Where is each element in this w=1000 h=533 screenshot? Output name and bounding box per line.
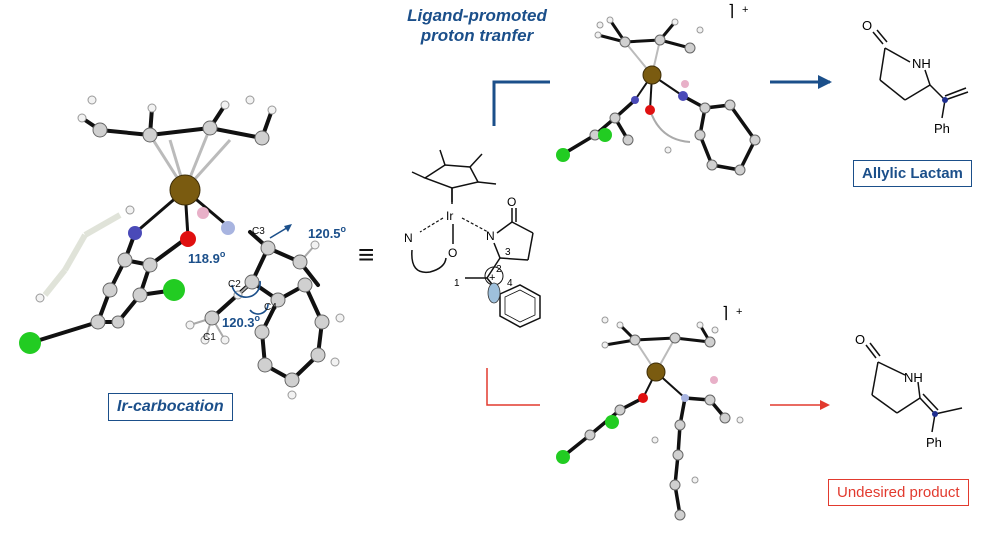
- allylic-ph-label: Ph: [934, 121, 950, 136]
- scheme-o-carbonyl: O: [507, 195, 516, 209]
- chlorine-atom: [19, 332, 41, 354]
- allylic-pathway-model: [556, 16, 761, 176]
- scheme-o: O: [448, 246, 457, 260]
- angle-label-a: 118.9o: [188, 249, 226, 266]
- undesired-nh-label: NH: [904, 370, 923, 385]
- ir-carbocation-scheme: Ir O N N O + 1 2 3 4: [404, 149, 541, 328]
- bottom-charge: +: [736, 306, 742, 318]
- bottom-path-arrow: [770, 400, 830, 410]
- bottom-charge-bracket: ⌉: [722, 305, 728, 322]
- ligand-proton-transfer-label: Ligand-promoted proton tranfer: [392, 6, 562, 46]
- top-charge-bracket: ⌉: [728, 3, 734, 20]
- undesired-o-label: O: [855, 332, 865, 347]
- ligand-label-line2: proton tranfer: [420, 26, 534, 45]
- iridium-atom: [169, 174, 201, 206]
- scheme-n-ring: N: [486, 229, 495, 243]
- top-path-bracket: [492, 80, 550, 126]
- oxygen-atom-ghost: [197, 207, 209, 219]
- chlorine-atom: [163, 279, 185, 301]
- top-charge: +: [742, 4, 748, 16]
- scheme-num-1: 1: [454, 278, 460, 289]
- oxygen-atom: [180, 231, 196, 247]
- allylic-nh-label: NH: [912, 56, 931, 71]
- atom-label-c4: C4: [264, 302, 277, 313]
- angle-label-b: 120.5o: [308, 224, 347, 241]
- undesired-pathway-model: [556, 316, 744, 521]
- allylic-lactam-label: Allylic Lactam: [853, 160, 972, 187]
- nitrogen-atom-ghost: [221, 221, 235, 235]
- undesired-product-label: Undesired product: [828, 479, 969, 506]
- top-path-arrow: [770, 75, 832, 89]
- scheme-num-2: 2: [496, 264, 502, 275]
- undesired-ph-label: Ph: [926, 435, 942, 450]
- equivalence-sign: ≡: [358, 239, 374, 270]
- allylic-o-label: O: [862, 18, 872, 33]
- atom-label-c3: C3: [252, 226, 265, 237]
- nitrogen-atom: [128, 226, 142, 240]
- undesired-product-structure: O NH Ph: [855, 332, 963, 450]
- scheme-num-4: 4: [507, 278, 513, 289]
- angle-label-c: 120.3o: [222, 313, 261, 330]
- scheme-ir: Ir: [446, 209, 453, 223]
- ligand-label-line1: Ligand-promoted: [407, 6, 547, 25]
- ir-carbocation-model: 118.9o 120.5o 120.3o C1 C2 C3 C4: [19, 95, 347, 400]
- ir-carbocation-label: Ir-carbocation: [108, 393, 233, 421]
- atom-label-c2: C2: [228, 279, 241, 290]
- allylic-lactam-structure: O NH Ph: [862, 18, 969, 136]
- scheme-plus: +: [489, 272, 495, 284]
- scheme-n-left: N: [404, 231, 413, 245]
- atom-label-c1: C1: [203, 332, 216, 343]
- bottom-path-bracket: [486, 368, 540, 406]
- scheme-num-3: 3: [505, 247, 511, 258]
